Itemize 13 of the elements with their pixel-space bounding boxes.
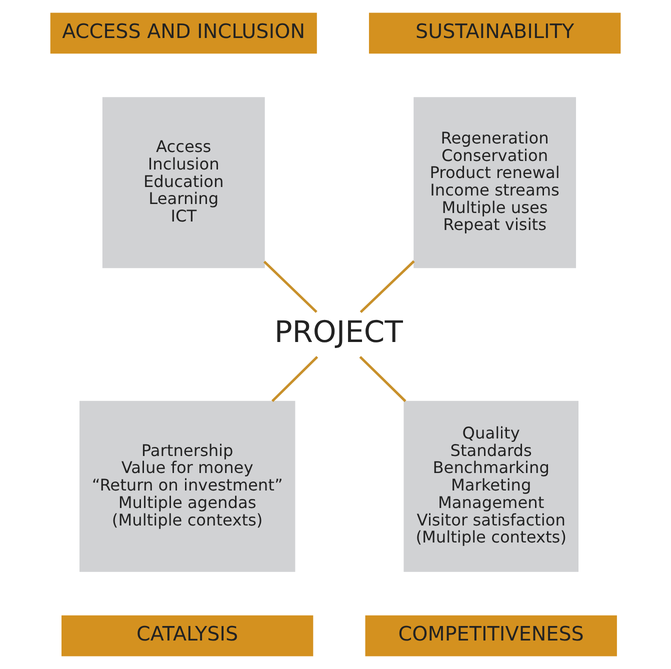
connector [359,356,406,402]
connector [271,356,318,402]
connector [263,260,318,313]
node-text: PROJECT [274,315,403,350]
node-box: Partnership Value for money “Return on investment” Multiple agendas (Multiple contexts) [79,400,296,572]
node-box: Access Inclusion Education Learning ICT [102,97,265,268]
node-box: ACCESS AND INCLUSION [50,12,317,54]
node-box: Regeneration Conservation Product renewal Income streams Multiple uses Repeat visits [414,97,576,268]
node-box: COMPETITIVENESS [365,615,617,656]
node-box: CATALYSIS [62,615,314,656]
node-box: SUSTAINABILITY [368,12,621,54]
connector [360,260,415,314]
node-box: Quality Standards Benchmarking Marketing Management Visitor satisfaction (Multiple contexts) [404,400,578,572]
